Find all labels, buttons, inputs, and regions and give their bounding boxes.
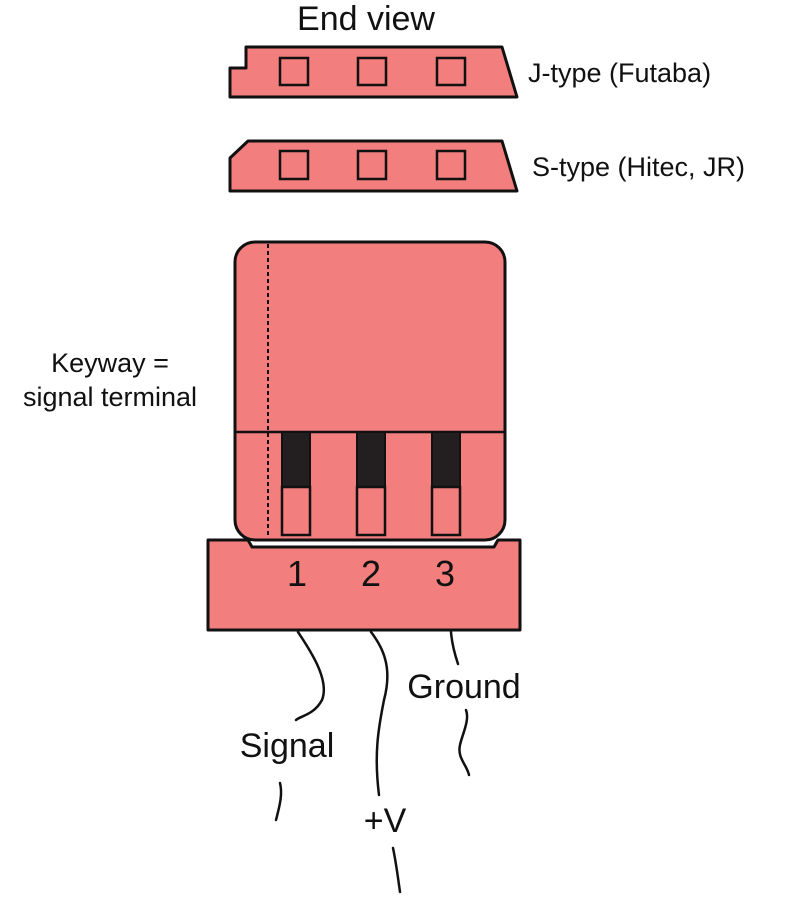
- pin-1-socket: [280, 485, 312, 537]
- signal-wire-lower: [274, 781, 283, 822]
- end-view-title: End view: [297, 0, 435, 38]
- pin-2-socket: [355, 485, 387, 537]
- j-type-slot-3: [435, 56, 467, 87]
- connector-base: [206, 538, 522, 632]
- plus-v-wire-lower: [391, 846, 402, 894]
- s-type-body: [228, 139, 519, 193]
- s-type-slot-3: [435, 149, 467, 181]
- signal-wire-label: Signal: [240, 727, 335, 765]
- signal-wire-upper: [294, 630, 325, 722]
- j-type-body: [228, 45, 519, 99]
- j-type-connector: [228, 45, 519, 99]
- keyway-label-line-1: Keyway =: [51, 348, 169, 378]
- pin-2-contact: [356, 431, 386, 488]
- s-type-label: S-type (Hitec, JR): [532, 152, 745, 182]
- j-type-slot-2: [356, 56, 388, 87]
- connector-housing: [233, 240, 507, 542]
- plus-v-wire-upper: [369, 630, 389, 797]
- pin-1-contact: [281, 431, 311, 488]
- pin-number-1: 1: [287, 553, 307, 594]
- pin-number-2: 2: [361, 553, 381, 594]
- pin-3-contact: [431, 431, 461, 488]
- s-type-slot-2: [356, 149, 388, 181]
- s-type-connector: [228, 139, 519, 193]
- j-type-slot-1: [278, 56, 310, 87]
- j-type-label: J-type (Futaba): [528, 58, 711, 88]
- ground-wire-upper: [449, 630, 460, 666]
- ground-wire-lower: [458, 708, 471, 777]
- ground-wire-label: Ground: [407, 668, 520, 706]
- plus-v-wire-label: +V: [364, 802, 407, 840]
- s-type-slot-1: [278, 149, 310, 181]
- pin-3-socket: [430, 485, 462, 537]
- pin-number-3: 3: [435, 553, 455, 594]
- keyway-label-line-2: signal terminal: [23, 382, 197, 412]
